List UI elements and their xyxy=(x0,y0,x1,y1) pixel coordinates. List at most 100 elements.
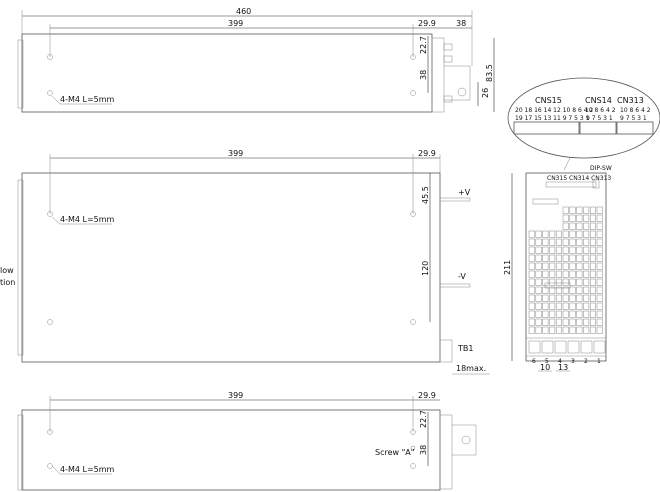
vent-slot xyxy=(589,262,596,270)
bottom-view: 399 29.9 22.7 38 Screw "A" 4-M4 L=5mm xyxy=(17,391,477,491)
vent-slot xyxy=(555,302,562,310)
vent-slot xyxy=(596,246,603,254)
vent-slot xyxy=(542,278,549,286)
vent-slot xyxy=(569,294,576,302)
vent-slot xyxy=(528,262,535,270)
dim-v2: 120 xyxy=(421,261,430,276)
vent-slot xyxy=(555,278,562,286)
vent-slot xyxy=(596,254,603,262)
vent-slot xyxy=(589,318,596,326)
vent-slot xyxy=(589,222,596,230)
dim-height: 83.5 xyxy=(485,64,494,82)
vent-slot xyxy=(576,278,583,286)
vent-slot xyxy=(583,294,590,302)
vent-slot xyxy=(583,262,590,270)
vent-slot xyxy=(549,318,556,326)
vent-slot xyxy=(528,246,535,254)
vent-slot xyxy=(569,310,576,318)
dim-overall-length: 460 xyxy=(236,7,251,16)
vent-slot xyxy=(562,238,569,246)
vent-slot xyxy=(535,310,542,318)
end-view-body xyxy=(525,172,607,362)
vent-slot xyxy=(542,318,549,326)
vent-slot xyxy=(562,254,569,262)
vent-slot xyxy=(576,246,583,254)
dim-v1: 22.7 xyxy=(419,36,428,54)
vent-slot xyxy=(576,286,583,294)
vent-slot xyxy=(542,270,549,278)
vent-slot xyxy=(535,238,542,246)
vent-slot xyxy=(596,294,603,302)
middle-view: 399 29.9 45.5 120 4-M4 L=5mm +V -V TB1 1… xyxy=(0,149,490,375)
vent-slot xyxy=(549,270,556,278)
vent-slot xyxy=(528,278,535,286)
vent-slot xyxy=(583,214,590,222)
vent-slot xyxy=(589,254,596,262)
vent-slot xyxy=(542,294,549,302)
middle-view-body xyxy=(21,172,441,363)
airflow-label-1: low xyxy=(0,266,14,275)
max-label: 18max. xyxy=(456,364,486,373)
terminal-bracket xyxy=(452,424,477,456)
vent-slot xyxy=(528,238,535,246)
vent-slot xyxy=(576,238,583,246)
minus-v-label: -V xyxy=(458,272,466,281)
vent-slot xyxy=(589,238,596,246)
dip-switch xyxy=(592,179,600,189)
vent-slot xyxy=(549,302,556,310)
vent-slot xyxy=(528,302,535,310)
cns14-header xyxy=(579,121,617,135)
vent-slot xyxy=(576,270,583,278)
vent-slot xyxy=(535,318,542,326)
vent-slot xyxy=(535,294,542,302)
pin-numbers: 10 8 6 4 2 xyxy=(585,107,616,114)
terminal-number: 1 xyxy=(597,358,601,365)
vent-slot xyxy=(583,278,590,286)
vent-slot xyxy=(562,214,569,222)
dim-v1: 22.7 xyxy=(419,410,428,428)
vent-slot xyxy=(555,294,562,302)
vent-slot xyxy=(583,254,590,262)
vent-slot xyxy=(528,326,535,334)
vent-slot xyxy=(535,286,542,294)
vent-slot xyxy=(562,286,569,294)
vent-slot xyxy=(576,254,583,262)
vent-slot xyxy=(569,262,576,270)
vent-slot xyxy=(583,238,590,246)
vent-slot xyxy=(542,302,549,310)
dim-length: 399 xyxy=(228,149,243,158)
top-view: 460 399 29.9 38 22.7 38 83.5 26 4-M4 L=5… xyxy=(17,7,495,113)
vent-slot xyxy=(542,310,549,318)
vent-slot xyxy=(569,222,576,230)
vent-slot xyxy=(576,222,583,230)
connector-name: CNS14 xyxy=(585,96,612,105)
terminal-number: 4 xyxy=(558,358,562,365)
vent-slot xyxy=(542,326,549,334)
vent-slot xyxy=(583,310,590,318)
vent-slot xyxy=(596,214,603,222)
header-label: CN315 CN314 CN313 xyxy=(547,175,611,182)
vent-slot xyxy=(569,246,576,254)
vent-slot xyxy=(562,278,569,286)
top-view-fan-edge xyxy=(17,39,24,109)
vent-slot xyxy=(596,270,603,278)
vent-slot xyxy=(583,318,590,326)
vent-slot xyxy=(555,254,562,262)
terminal-block xyxy=(525,337,607,357)
dim-terminal: 38 xyxy=(456,19,466,28)
vent-slot xyxy=(542,254,549,262)
vent-slot xyxy=(549,294,556,302)
vent-slot xyxy=(583,270,590,278)
vent-slot xyxy=(549,286,556,294)
vent-slot xyxy=(576,326,583,334)
vent-slot xyxy=(589,302,596,310)
vent-slot xyxy=(542,238,549,246)
vent-slot xyxy=(562,222,569,230)
vent-slot xyxy=(576,214,583,222)
vent-slot xyxy=(555,238,562,246)
vent-slot xyxy=(596,278,603,286)
vent-slot xyxy=(562,246,569,254)
vent-slot xyxy=(596,302,603,310)
vent-slot xyxy=(576,302,583,310)
